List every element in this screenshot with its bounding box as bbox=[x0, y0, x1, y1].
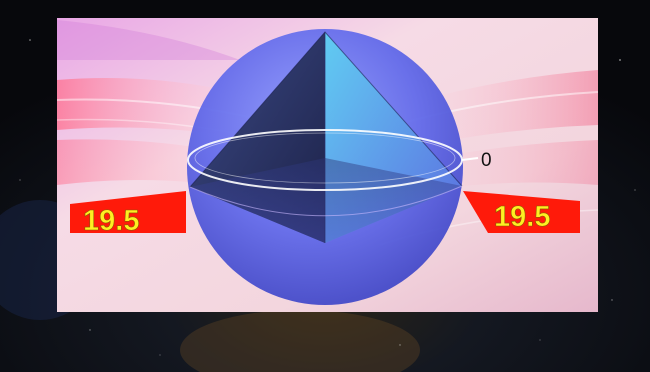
equator-pointer bbox=[461, 157, 479, 161]
left-angle-label: 19.5 bbox=[83, 205, 139, 237]
nebula-glow bbox=[180, 310, 420, 372]
left-angle-banner bbox=[70, 191, 186, 233]
equator-label: 0 bbox=[481, 150, 492, 171]
latitude-line bbox=[189, 185, 463, 217]
stars bbox=[19, 39, 636, 356]
right-angle-banner bbox=[463, 191, 580, 233]
right-angle-label: 19.5 bbox=[494, 201, 550, 233]
